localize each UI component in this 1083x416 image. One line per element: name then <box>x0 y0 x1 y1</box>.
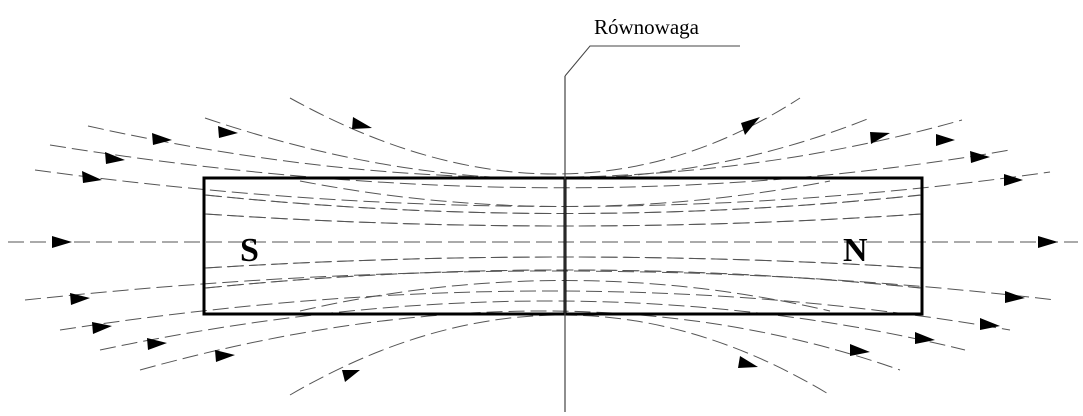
arrow-icon <box>970 151 990 163</box>
internal-field-line <box>205 269 921 289</box>
arrow-icon <box>52 236 72 248</box>
arrow-icon <box>152 133 172 145</box>
arrow-icon <box>218 126 238 138</box>
arrow-icon <box>82 171 102 183</box>
field-line-upper-2 <box>204 117 871 180</box>
field-line-upper-1 <box>289 97 801 175</box>
arrow-icon <box>342 370 360 382</box>
internal-field-line <box>205 256 921 269</box>
field-line-upper-5 <box>34 169 1051 207</box>
north-pole-label: N <box>843 232 868 269</box>
field-direction-arrows <box>52 117 1058 382</box>
lower-field-lines <box>24 256 1056 396</box>
field-line-upper-4 <box>49 144 1011 189</box>
arrow-icon <box>870 132 890 144</box>
field-line-lower-3 <box>99 300 966 351</box>
arrow-icon <box>915 332 935 344</box>
arrow-icon <box>215 350 235 362</box>
internal-field-line <box>205 213 921 227</box>
arrow-icon <box>980 318 1000 330</box>
arrow-icon <box>738 356 758 368</box>
field-line-upper-3 <box>87 119 963 178</box>
arrow-icon <box>352 117 372 129</box>
field-line-lower-5 <box>289 314 831 396</box>
south-pole-label: S <box>240 232 259 269</box>
equilibrium-label: Równowaga <box>594 15 700 39</box>
arrow-icon <box>850 344 870 356</box>
arrow-icon <box>1005 291 1025 303</box>
arrow-icon <box>147 338 167 350</box>
arrow-icon <box>741 117 760 135</box>
bar-magnet-outline <box>202 176 924 316</box>
arrow-icon <box>1038 236 1058 248</box>
arrow-icon <box>1004 174 1023 186</box>
arrow-icon <box>92 322 112 334</box>
arrow-icon <box>70 293 90 305</box>
equilibrium-leader-line <box>564 45 740 77</box>
field-line-lower-1 <box>24 270 1056 301</box>
field-line-lower-4 <box>139 310 901 371</box>
arrow-icon <box>105 152 125 164</box>
internal-field-lines <box>205 180 921 312</box>
arrow-icon <box>936 134 955 146</box>
